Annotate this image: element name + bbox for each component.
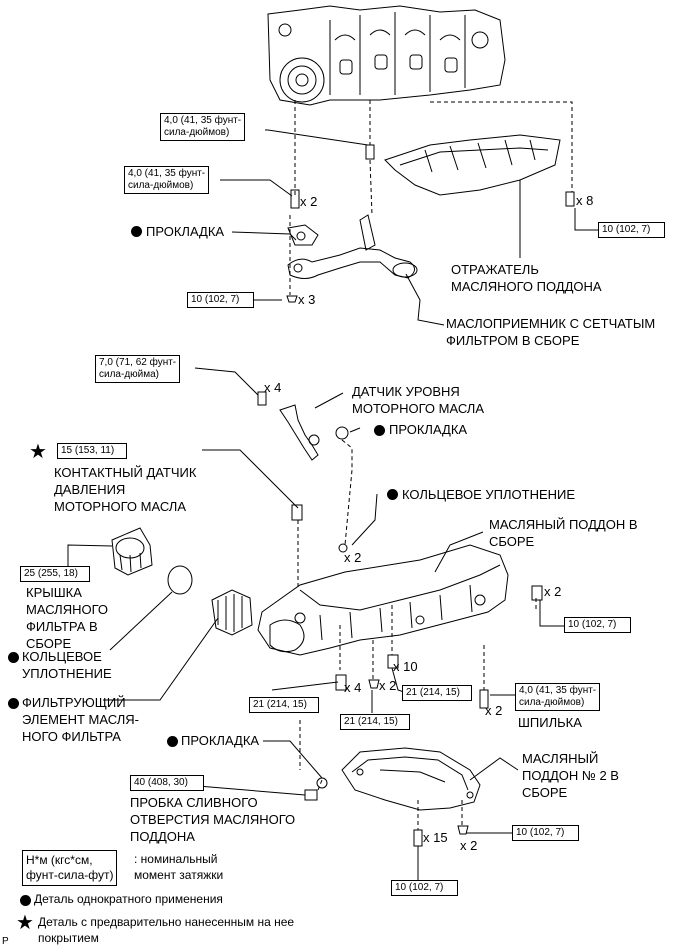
precoated-star-icon: ★ bbox=[29, 441, 47, 463]
non-reusable-bullet bbox=[8, 652, 19, 663]
baffle-drawing bbox=[384, 134, 561, 196]
strainer-drawing bbox=[287, 214, 418, 279]
multiplier: x 2 bbox=[485, 703, 503, 718]
multiplier: x 2 bbox=[544, 584, 562, 599]
multiplier: x 2 bbox=[344, 550, 362, 565]
legend-unit-box: Н*м (кгс*см,фунт-сила-фут) bbox=[22, 850, 118, 886]
torque-box-drain-plug: 40 (408, 30) bbox=[130, 775, 204, 791]
multiplier: x 2 bbox=[460, 838, 478, 853]
multiplier: x 4 bbox=[264, 380, 282, 395]
multiplier: x 15 bbox=[423, 830, 448, 845]
torque-box-sensor-bolt: 7,0 (71, 62 фунт-сила-дюйма) bbox=[95, 355, 181, 383]
multiplier: x 10 bbox=[393, 659, 418, 674]
label-stud: ШПИЛЬКА bbox=[518, 715, 582, 730]
engine-block-drawing bbox=[267, 5, 506, 106]
alignment-lines bbox=[289, 100, 573, 830]
torque-box-baffle-bolt: 10 (102, 7) bbox=[598, 222, 665, 238]
multiplier: x 8 bbox=[576, 193, 594, 208]
oil-pan-drawing bbox=[257, 544, 509, 656]
torque-box-pressure-switch: 15 (153, 11) bbox=[57, 443, 127, 459]
multiplier: x 2 bbox=[379, 678, 397, 693]
legend-precoated: Деталь с предварительно нанесенным на не… bbox=[38, 915, 295, 945]
drain-plug-drawing bbox=[304, 777, 328, 801]
torque-box-strainer-bolt: 10 (102, 7) bbox=[187, 292, 254, 308]
multiplier: x 2 bbox=[300, 194, 318, 209]
non-reusable-legend-bullet bbox=[20, 895, 31, 906]
level-sensor-drawing bbox=[279, 404, 349, 461]
multiplier: x 4 bbox=[344, 680, 362, 695]
torque-box-pan-stud-bolt: 21 (214, 15) bbox=[402, 685, 472, 701]
label-o-ring-pan: КОЛЬЦЕВОЕ УПЛОТНЕНИЕ bbox=[402, 487, 576, 502]
bolt-drawings bbox=[257, 144, 575, 847]
non-reusable-bullet bbox=[131, 226, 142, 237]
filter-parts-drawing bbox=[111, 527, 348, 636]
non-reusable-bullet bbox=[8, 698, 19, 709]
torque-box-upper-stud: 4,0 (41, 35 фунт-сила-дюймов) bbox=[124, 166, 210, 194]
torque-box-top-stud: 4,0 (41, 35 фунт-сила-дюймов) bbox=[160, 113, 246, 141]
label-gasket-sensor: ПРОКЛАДКА bbox=[389, 422, 468, 437]
precoated-legend-star-icon: ★ bbox=[16, 912, 34, 934]
label-gasket-drain: ПРОКЛАДКА bbox=[181, 733, 260, 748]
torque-box-pan-lower-bolt: 21 (214, 15) bbox=[249, 697, 319, 713]
corner-mark: P bbox=[2, 936, 9, 947]
torque-box-pan-right-bolt: 10 (102, 7) bbox=[564, 617, 631, 633]
legend-non-reusable: Деталь однократного применения bbox=[34, 892, 223, 906]
non-reusable-bullet bbox=[387, 489, 398, 500]
torque-box-pan-center-bolt: 21 (214, 15) bbox=[340, 714, 410, 730]
torque-box-pan2-right: 10 (102, 7) bbox=[512, 825, 579, 841]
torque-box-right-stud: 4,0 (41, 35 фунт-сила-дюймов) bbox=[515, 683, 601, 711]
non-reusable-bullet bbox=[374, 425, 385, 436]
torque-box-pan2-bottom: 10 (102, 7) bbox=[391, 880, 458, 896]
torque-box-filter-cap: 25 (255, 18) bbox=[20, 566, 90, 582]
multiplier: x 3 bbox=[298, 292, 316, 307]
non-reusable-bullet bbox=[167, 736, 178, 747]
oil-pan-2-drawing bbox=[341, 747, 481, 811]
leader-lines bbox=[67, 129, 598, 880]
label-gasket-strainer: ПРОКЛАДКА bbox=[146, 224, 225, 239]
